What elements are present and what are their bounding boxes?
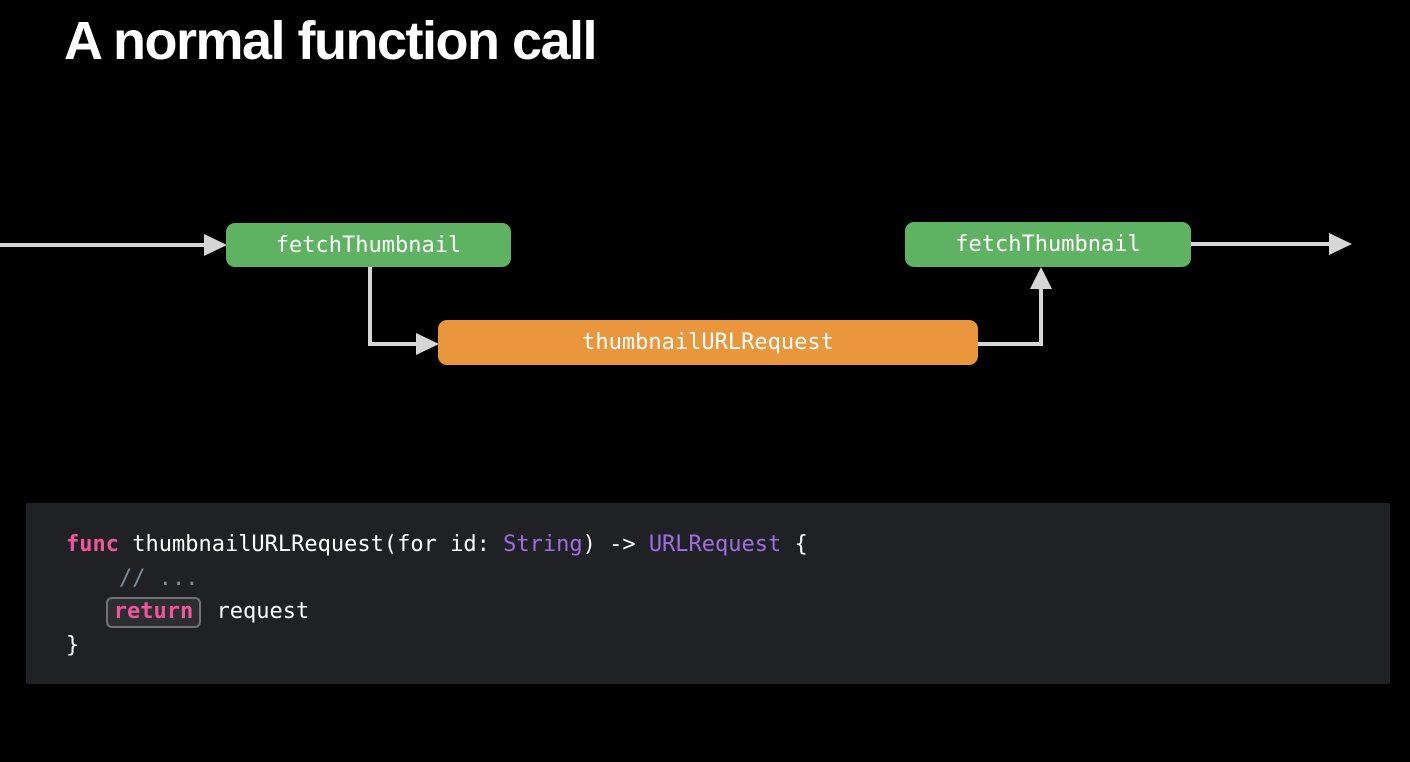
code-text: ) -> — [582, 532, 649, 557]
node-thumbnail-url-request: thumbnailURLRequest — [438, 320, 978, 365]
code-closing-brace: } — [66, 632, 80, 658]
return-highlight-box: return — [105, 597, 202, 628]
connector-down-arrowhead-icon — [416, 333, 439, 355]
node-label: thumbnailURLRequest — [582, 330, 834, 355]
code-line-3: return request — [66, 595, 1390, 629]
outgoing-arrow-line — [1191, 242, 1331, 246]
node-label: fetchThumbnail — [955, 232, 1141, 257]
code-keyword-return: return — [113, 599, 194, 624]
connector-down-horizontal-line — [368, 342, 418, 346]
code-line-1: func thumbnailURLRequest(for id: String)… — [66, 528, 1390, 562]
code-indent — [66, 599, 106, 624]
code-text: { — [781, 532, 808, 557]
code-line-4: } — [66, 629, 1390, 663]
connector-up-vertical-line — [1039, 288, 1043, 346]
connector-down-vertical-line — [368, 267, 372, 346]
incoming-arrow-line — [0, 243, 206, 247]
node-fetch-thumbnail-right: fetchThumbnail — [905, 222, 1191, 267]
code-line-2: // ... — [66, 562, 1390, 596]
code-block: func thumbnailURLRequest(for id: String)… — [26, 503, 1390, 684]
code-keyword-func: func — [66, 532, 119, 557]
code-type-urlrequest: URLRequest — [648, 532, 782, 557]
connector-up-horizontal-line — [978, 342, 1042, 346]
connector-up-arrowhead-icon — [1030, 267, 1052, 289]
code-comment: // ... — [66, 565, 199, 591]
code-text: request — [203, 599, 310, 624]
node-fetch-thumbnail-left: fetchThumbnail — [226, 223, 511, 267]
node-label: fetchThumbnail — [275, 232, 462, 258]
outgoing-arrowhead-icon — [1329, 233, 1352, 255]
incoming-arrowhead-icon — [204, 234, 227, 256]
code-text: thumbnailURLRequest(for id: — [118, 532, 504, 557]
slide-title: A normal function call — [64, 11, 598, 71]
code-type-string: String — [503, 532, 583, 557]
